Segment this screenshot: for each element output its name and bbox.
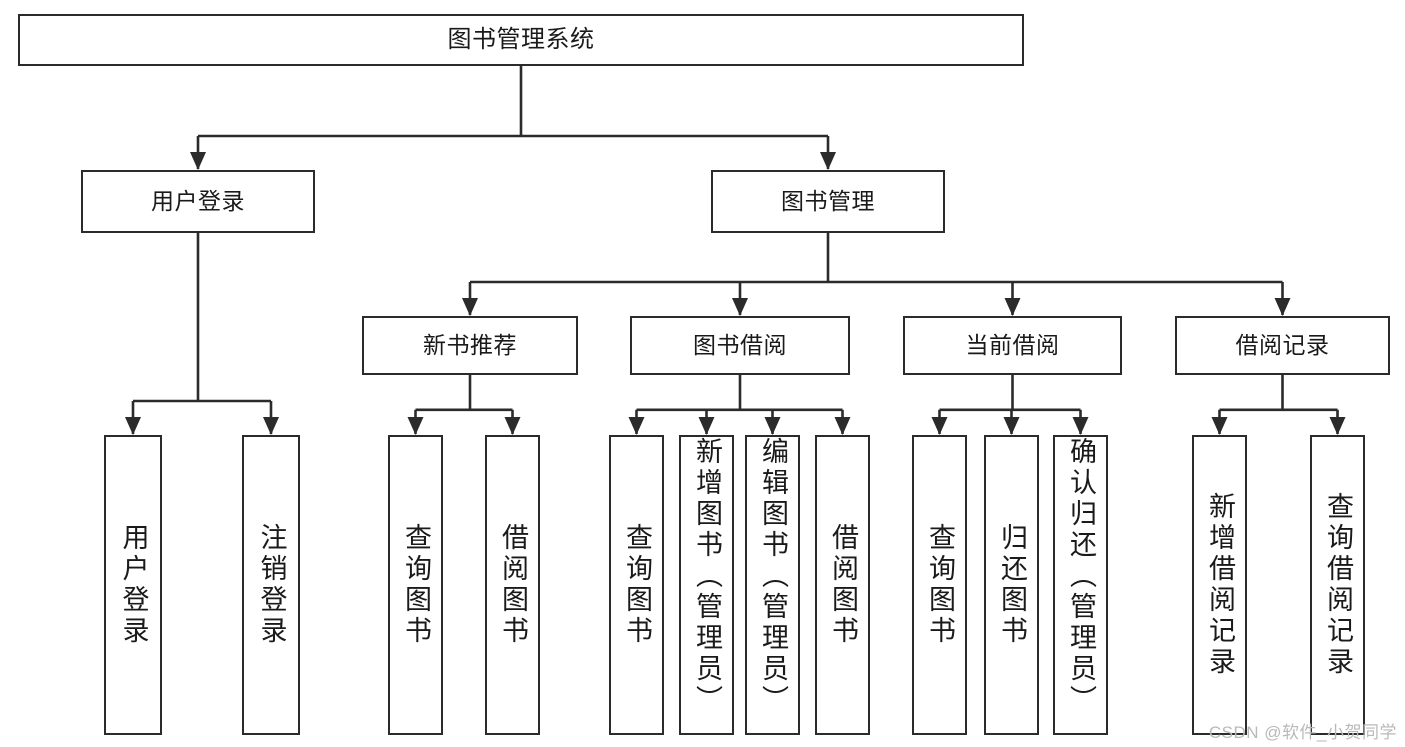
node-leaf-edit-book[interactable]: 编辑图书（管理员）	[745, 435, 800, 735]
node-leaf-query-book-2[interactable]: 查询图书	[609, 435, 664, 735]
node-leaf-add-book[interactable]: 新增图书（管理员）	[679, 435, 734, 735]
node-leaf-confirm-return[interactable]: 确认归还（管理员）	[1053, 435, 1108, 735]
node-label: 借阅图书	[498, 523, 528, 647]
node-leaf-query-book-3[interactable]: 查询图书	[912, 435, 967, 735]
node-label: 查询借阅记录	[1323, 492, 1353, 678]
arrow-head-book-manage-2	[1004, 298, 1021, 316]
node-label: 借阅记录	[1235, 331, 1330, 358]
node-leaf-query-record[interactable]: 查询借阅记录	[1310, 435, 1365, 735]
node-label: 用户登录	[118, 523, 149, 647]
node-borrow-record[interactable]: 借阅记录	[1175, 316, 1390, 375]
arrow-head-borrow-record-0	[1211, 417, 1228, 435]
arrow-head-current-borrow-2	[1072, 417, 1089, 435]
arrow-head-book-manage-1	[732, 298, 748, 316]
node-leaf-borrow-book-2[interactable]: 借阅图书	[815, 435, 870, 735]
node-label: 归还图书	[997, 523, 1027, 647]
arrow-head-new-book-rec-0	[407, 417, 424, 435]
node-user-login[interactable]: 用户登录	[81, 170, 315, 233]
arrow-head-root-1	[820, 152, 836, 170]
node-new-book-rec[interactable]: 新书推荐	[362, 316, 578, 375]
arrow-head-book-manage-0	[462, 298, 478, 316]
node-label: 确认归还（管理员）	[1066, 437, 1096, 716]
node-leaf-logout[interactable]: 注销登录	[242, 435, 300, 735]
node-label: 编辑图书（管理员）	[758, 437, 788, 716]
node-leaf-add-record[interactable]: 新增借阅记录	[1192, 435, 1247, 735]
node-leaf-query-book-1[interactable]: 查询图书	[388, 435, 443, 735]
node-leaf-borrow-book-1[interactable]: 借阅图书	[485, 435, 540, 735]
node-label: 图书借阅	[693, 331, 787, 358]
arrow-head-book-manage-3	[1274, 298, 1291, 316]
arrow-head-current-borrow-1	[1003, 417, 1020, 435]
arrow-head-new-book-rec-1	[504, 417, 521, 435]
node-book-manage[interactable]: 图书管理	[711, 170, 945, 233]
node-label: 注销登录	[256, 523, 287, 647]
node-current-borrow[interactable]: 当前借阅	[903, 316, 1122, 375]
arrow-head-book-borrow-0	[628, 417, 645, 435]
node-leaf-user-login[interactable]: 用户登录	[104, 435, 162, 735]
arrow-head-user-login-0	[125, 417, 141, 435]
arrow-head-book-borrow-3	[834, 417, 851, 435]
node-label: 当前借阅	[965, 331, 1060, 358]
arrow-head-current-borrow-0	[931, 417, 948, 435]
arrow-head-root-0	[190, 152, 206, 170]
node-leaf-return-book[interactable]: 归还图书	[984, 435, 1039, 735]
node-label: 查询图书	[925, 523, 955, 647]
node-label: 新增借阅记录	[1205, 492, 1235, 678]
arrow-head-book-borrow-2	[764, 417, 781, 435]
node-label: 查询图书	[622, 523, 652, 647]
node-label: 新书推荐	[423, 331, 517, 358]
node-label: 图书管理	[781, 187, 875, 214]
node-label: 借阅图书	[828, 523, 858, 647]
node-label: 新增图书（管理员）	[692, 437, 722, 716]
arrow-head-user-login-1	[263, 417, 279, 435]
arrow-head-book-borrow-1	[698, 417, 715, 435]
node-label: 图书管理系统	[447, 25, 595, 53]
node-book-borrow[interactable]: 图书借阅	[630, 316, 850, 375]
node-root[interactable]: 图书管理系统	[18, 14, 1024, 66]
node-label: 用户登录	[151, 187, 245, 214]
node-label: 查询图书	[401, 523, 431, 647]
watermark: CSDN @软件_小贺同学	[1208, 723, 1397, 742]
arrow-head-borrow-record-1	[1329, 417, 1346, 435]
